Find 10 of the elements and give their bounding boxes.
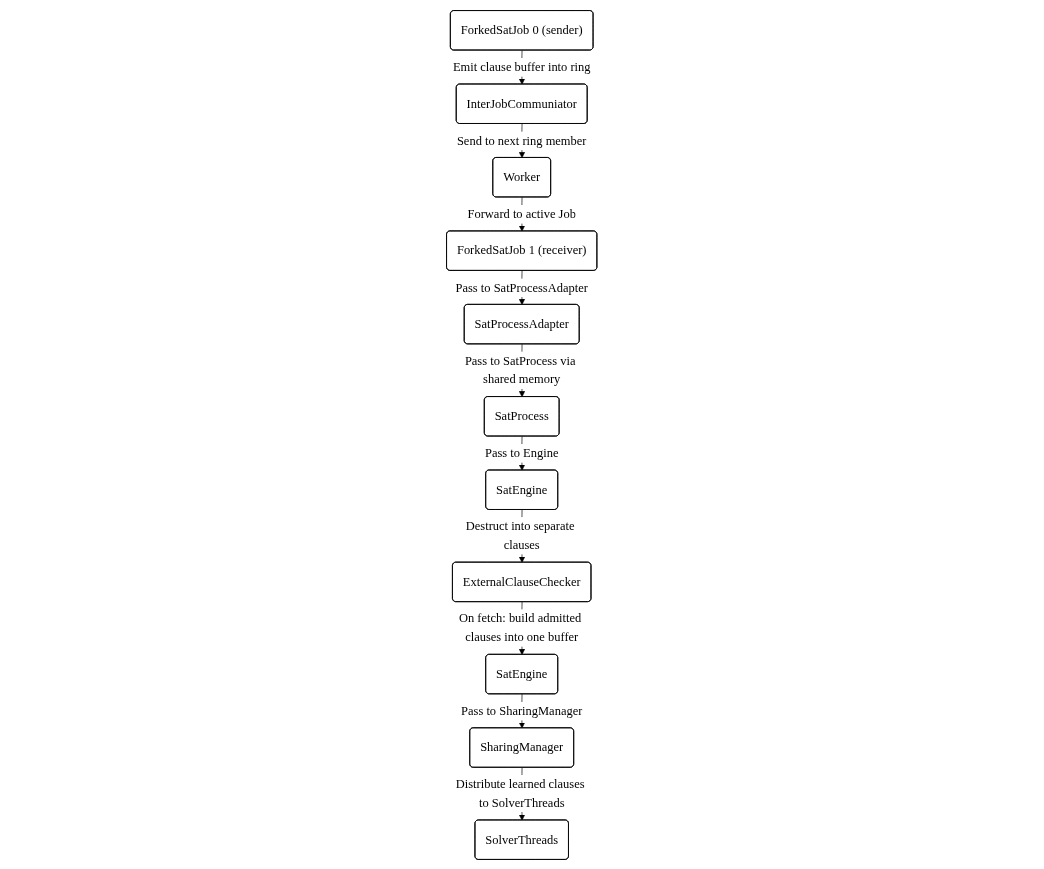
edge-label: Distribute learned clauses to SolverThreads xyxy=(456,776,585,810)
edge-label: Pass to SharingManager xyxy=(461,703,583,718)
edge-label: Pass to Engine xyxy=(485,445,559,460)
edge-label: Send to next ring member xyxy=(457,133,587,147)
edge-label: Destruct into separate clauses xyxy=(466,518,575,552)
edge-label: Pass to SatProcessAdapter xyxy=(455,279,589,294)
edge-label: Emit clause buffer into ring xyxy=(453,59,591,74)
edge-label: Forward to active Job xyxy=(467,206,577,221)
edge-label: On fetch: build admitted clauses into one buffer xyxy=(459,610,582,644)
edge-label: Pass to SatProcess via shared memory xyxy=(465,353,576,386)
